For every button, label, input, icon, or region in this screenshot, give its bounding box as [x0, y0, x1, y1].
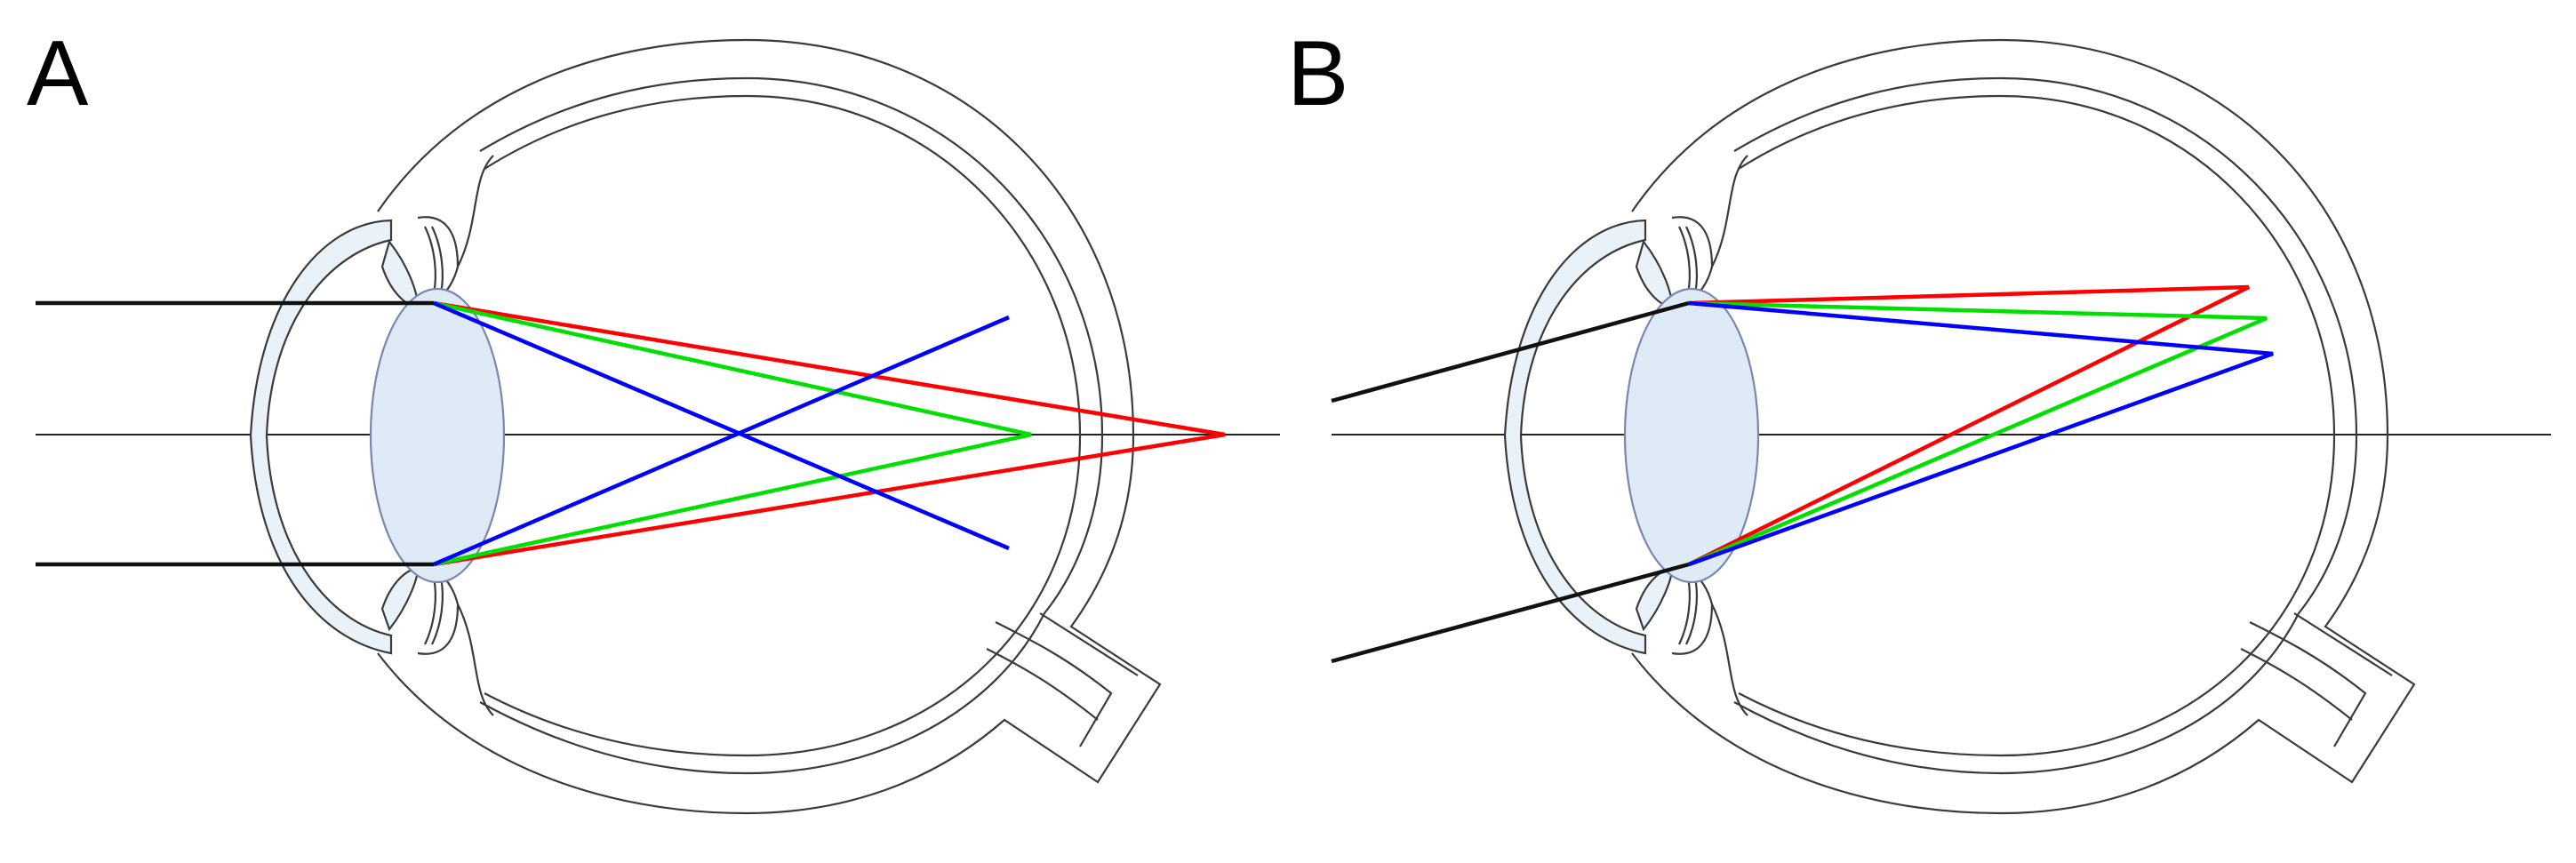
ray-green — [433, 300, 1032, 567]
panel-a: A — [27, 22, 1280, 815]
ray-green — [1688, 300, 2268, 567]
ray-red — [1688, 284, 2250, 567]
ray-blue — [1688, 300, 2274, 567]
incoming-ray-top — [1331, 300, 1690, 404]
ray-red — [433, 300, 1226, 567]
ray-blue-bottom — [433, 315, 1010, 567]
panel-label-a: A — [27, 22, 89, 125]
panel-label-b: B — [1287, 22, 1348, 125]
eye-diagram — [249, 38, 1162, 815]
ray-blue-top — [433, 300, 1010, 551]
panel-b: B — [1287, 22, 2551, 815]
incoming-ray-bottom — [1331, 562, 1690, 664]
eye-diagram — [1503, 38, 2416, 815]
